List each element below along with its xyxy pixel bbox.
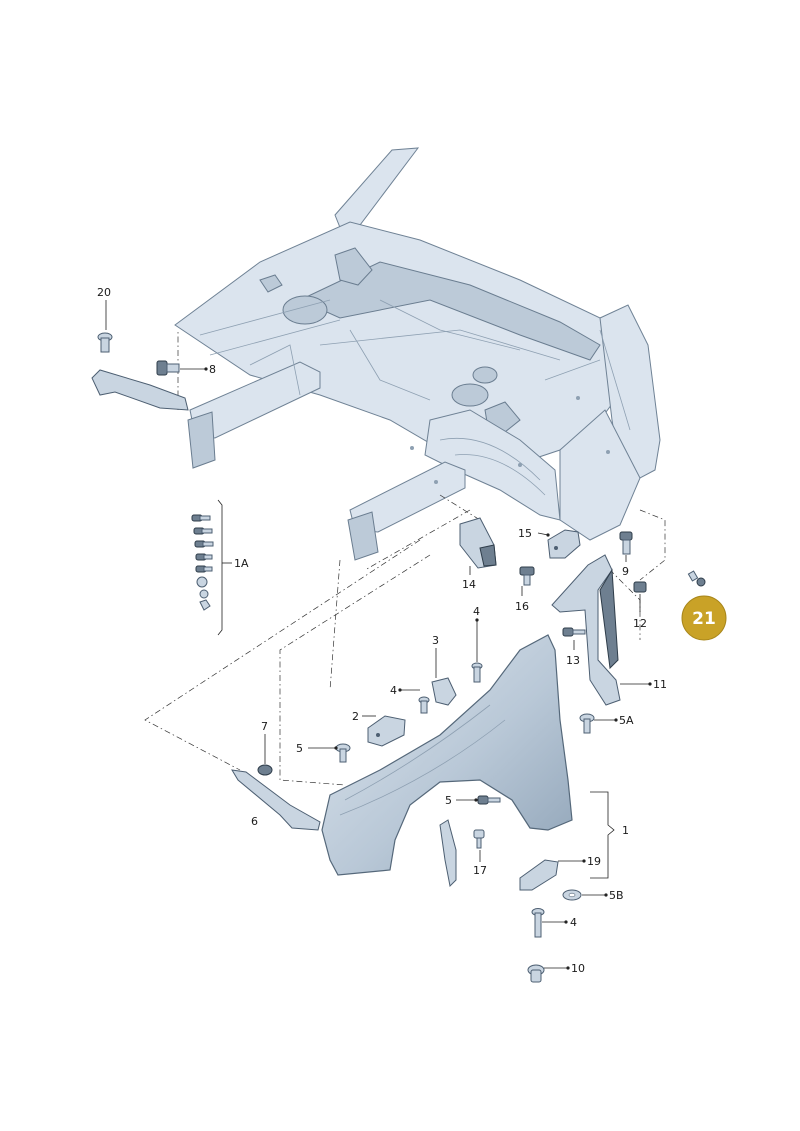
part-11-panel: [551, 554, 621, 706]
label-9: 9: [622, 565, 629, 578]
label-1: 1: [622, 824, 629, 837]
part-8-bolt: [156, 360, 180, 376]
part-15-cover: [547, 529, 581, 559]
part-14-bracket: [459, 517, 497, 569]
label-13: 13: [566, 654, 580, 667]
label-5-left: 5: [296, 742, 303, 755]
label-2: 2: [352, 710, 359, 723]
part-2-bracket: [367, 715, 406, 747]
part-7-nut: [257, 764, 273, 776]
part-4-bolt-upper: [471, 662, 483, 683]
label-10: 10: [571, 962, 585, 975]
seal-strip: [439, 819, 457, 888]
part-19-bracket: [519, 859, 559, 891]
part-4-bolt-lower: [531, 908, 545, 938]
front-body-structure: [174, 147, 661, 561]
part-4-screw-middle: [418, 696, 430, 714]
part-10-nut: [527, 964, 545, 983]
leader-lines: [105, 300, 652, 970]
part-21-screw: [687, 570, 706, 587]
part-5A-screw: [579, 713, 595, 734]
label-4-lower: 4: [570, 916, 577, 929]
part-labels: 20 8 1A 14 15 16 9 12 13 11 4 3 4 2 7 5 …: [97, 286, 667, 975]
label-4-upper: 4: [473, 605, 480, 618]
part-5B-washer: [562, 889, 582, 901]
part-17-clip: [473, 829, 485, 849]
part-13-screw: [562, 627, 586, 637]
part-20-screw: [97, 332, 113, 353]
label-4-middle: 4: [390, 684, 397, 697]
label-5-lower: 5: [445, 794, 452, 807]
part-5-screw-lower: [477, 795, 501, 805]
label-17: 17: [473, 864, 487, 877]
part-1A-fastener-kit: [191, 514, 214, 611]
badge-21-label: 21: [692, 609, 716, 629]
part-21-badge[interactable]: 21: [681, 595, 727, 641]
label-12: 12: [633, 617, 647, 630]
label-11: 11: [653, 678, 667, 691]
label-14: 14: [462, 578, 476, 591]
label-15: 15: [518, 527, 532, 540]
part-5-screw-left: [335, 743, 351, 763]
label-5B: 5B: [609, 889, 624, 902]
label-7: 7: [261, 720, 268, 733]
label-20: 20: [97, 286, 111, 299]
label-16: 16: [515, 600, 529, 613]
part-6-bracket-strip: [231, 769, 321, 831]
part-3-bracket: [431, 677, 457, 706]
label-19: 19: [587, 855, 601, 868]
label-8: 8: [209, 363, 216, 376]
part-16-clip: [519, 566, 535, 586]
label-3: 3: [432, 634, 439, 647]
label-1A: 1A: [234, 557, 249, 570]
label-6: 6: [251, 815, 258, 828]
label-5A: 5A: [619, 714, 634, 727]
part-9-bolt: [619, 531, 633, 555]
part-1-front-fender: [321, 634, 573, 876]
part-12-nut: [633, 581, 647, 593]
bracket-front-left: [91, 369, 189, 411]
